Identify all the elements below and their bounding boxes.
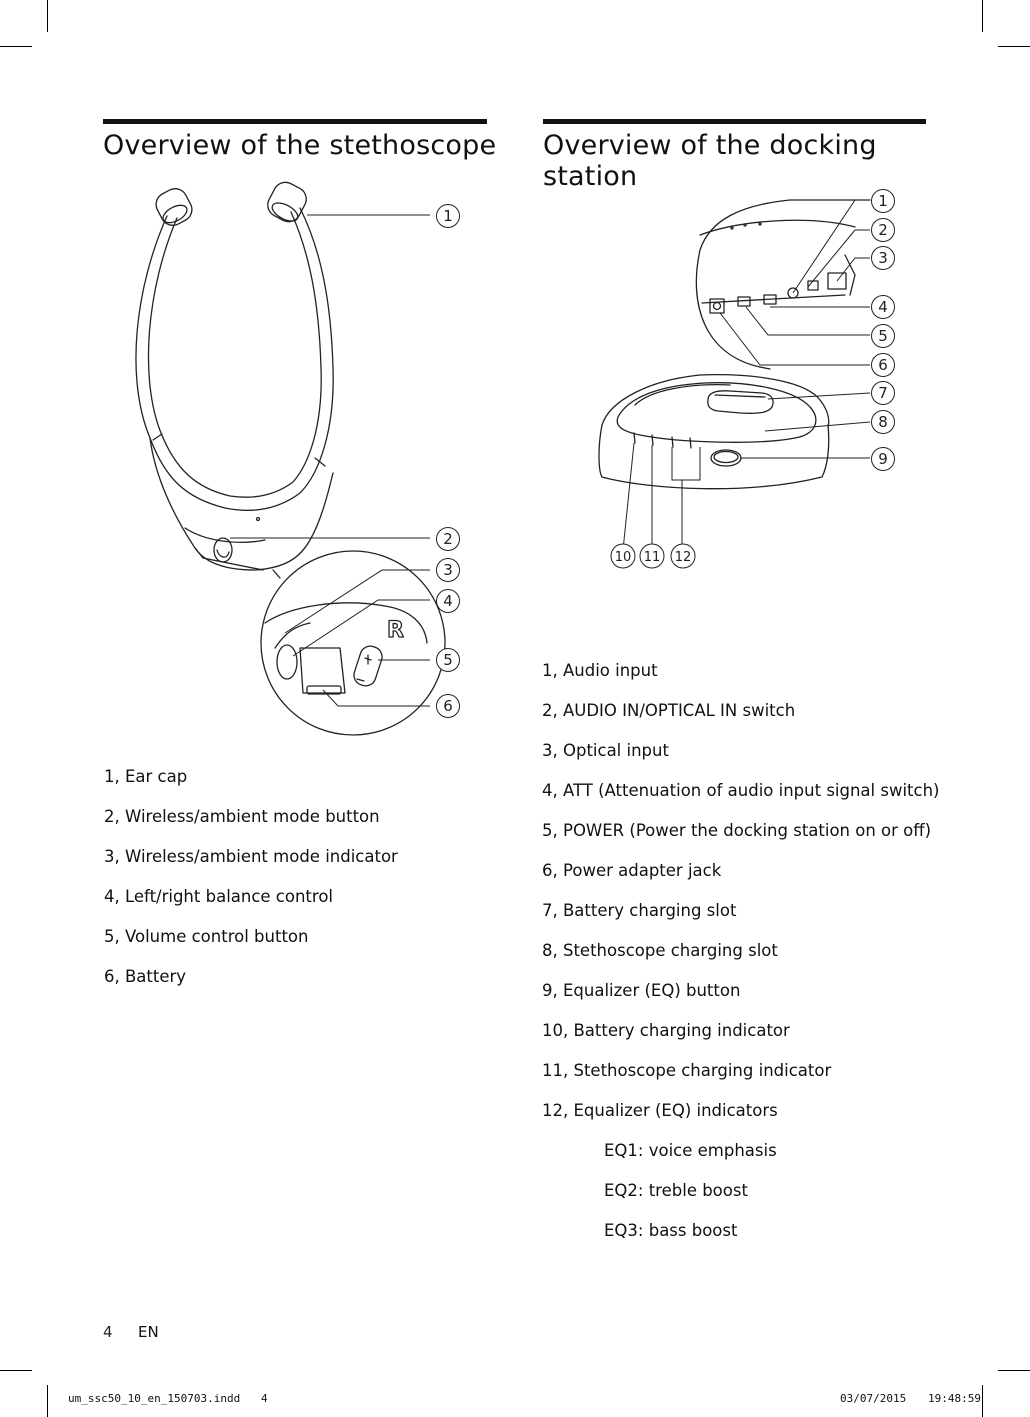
right-callout-label: 1 xyxy=(878,192,888,210)
footer-page: 4 xyxy=(261,1392,268,1405)
list-item: 2, AUDIO IN/OPTICAL IN switch xyxy=(542,701,796,720)
list-item: 4, ATT (Attenuation of audio input signa… xyxy=(542,781,940,800)
left-callout-label: 2 xyxy=(443,530,453,548)
list-item: 3, Optical input xyxy=(542,741,669,760)
list-item: 2, Wireless/ambient mode button xyxy=(104,807,380,826)
crop-mark xyxy=(47,1385,48,1417)
list-item: 6, Battery xyxy=(104,967,187,986)
right-callout-label: 4 xyxy=(878,298,888,316)
right-callout-label: 12 xyxy=(675,550,692,565)
eq-item: EQ3: bass boost xyxy=(604,1221,738,1240)
eq-item: EQ2: treble boost xyxy=(604,1181,748,1200)
list-item: 5, Volume control button xyxy=(104,927,309,946)
page-language: EN xyxy=(138,1323,159,1341)
crop-mark xyxy=(998,1370,1030,1371)
right-heading-line1: Overview of the docking xyxy=(543,130,877,161)
left-callouts: 1 2 3 4 5 6 xyxy=(436,204,460,718)
docking-station-illustration xyxy=(598,199,871,551)
list-item: 12, Equalizer (EQ) indicators xyxy=(542,1101,778,1120)
right-callout-label: 11 xyxy=(644,550,661,565)
footer-filename: um_ssc50_10_en_150703.indd xyxy=(68,1392,241,1405)
footer-time: 19:48:59 xyxy=(928,1392,981,1405)
right-callout-label: 10 xyxy=(615,550,632,565)
list-item: 3, Wireless/ambient mode indicator xyxy=(104,847,398,866)
right-callout-label: 3 xyxy=(878,249,888,267)
svg-text:R: R xyxy=(387,618,404,643)
list-item: 1, Ear cap xyxy=(104,767,188,786)
left-callout-label: 6 xyxy=(443,697,453,715)
right-callout-label: 5 xyxy=(878,327,888,345)
list-item: 10, Battery charging indicator xyxy=(542,1021,790,1040)
list-item: 4, Left/right balance control xyxy=(104,887,334,906)
left-heading-rule xyxy=(103,119,487,124)
crop-mark xyxy=(982,1385,983,1417)
left-callout-label: 5 xyxy=(443,651,453,669)
right-heading-rule xyxy=(543,119,926,124)
stethoscope-illustration: R xyxy=(135,181,446,736)
list-item: 6, Power adapter jack xyxy=(542,861,722,880)
right-heading: Overview of the docking station xyxy=(543,130,877,192)
left-callout-label: 4 xyxy=(443,592,453,610)
crop-mark xyxy=(998,46,1030,47)
crop-mark xyxy=(982,0,983,32)
right-callouts: 1 2 3 4 5 6 7 8 9 xyxy=(871,189,895,471)
right-callout-label: 9 xyxy=(878,450,888,468)
list-item: 5, POWER (Power the docking station on o… xyxy=(542,821,932,840)
list-item: 7, Battery charging slot xyxy=(542,901,737,920)
list-item: 9, Equalizer (EQ) button xyxy=(542,981,741,1000)
list-item: 11, Stethoscope charging indicator xyxy=(542,1061,832,1080)
right-heading-line2: station xyxy=(543,161,638,192)
right-callout-label: 6 xyxy=(878,356,888,374)
right-callout-label: 7 xyxy=(878,384,888,402)
crop-mark xyxy=(0,1370,32,1371)
left-heading: Overview of the stethoscope xyxy=(103,130,497,161)
page-number: 4 xyxy=(103,1323,113,1341)
footer-date: 03/07/2015 xyxy=(840,1392,907,1405)
right-callout-label: 8 xyxy=(878,413,888,431)
crop-mark xyxy=(47,0,48,32)
left-callout-label: 1 xyxy=(443,207,453,225)
right-callouts-bottom: 10 11 12 xyxy=(610,543,696,569)
eq-item: EQ1: voice emphasis xyxy=(604,1141,777,1160)
left-callout-label: 3 xyxy=(443,561,453,579)
right-callout-label: 2 xyxy=(878,221,888,239)
crop-mark xyxy=(0,46,32,47)
list-item: 8, Stethoscope charging slot xyxy=(542,941,778,960)
list-item: 1, Audio input xyxy=(542,661,658,680)
